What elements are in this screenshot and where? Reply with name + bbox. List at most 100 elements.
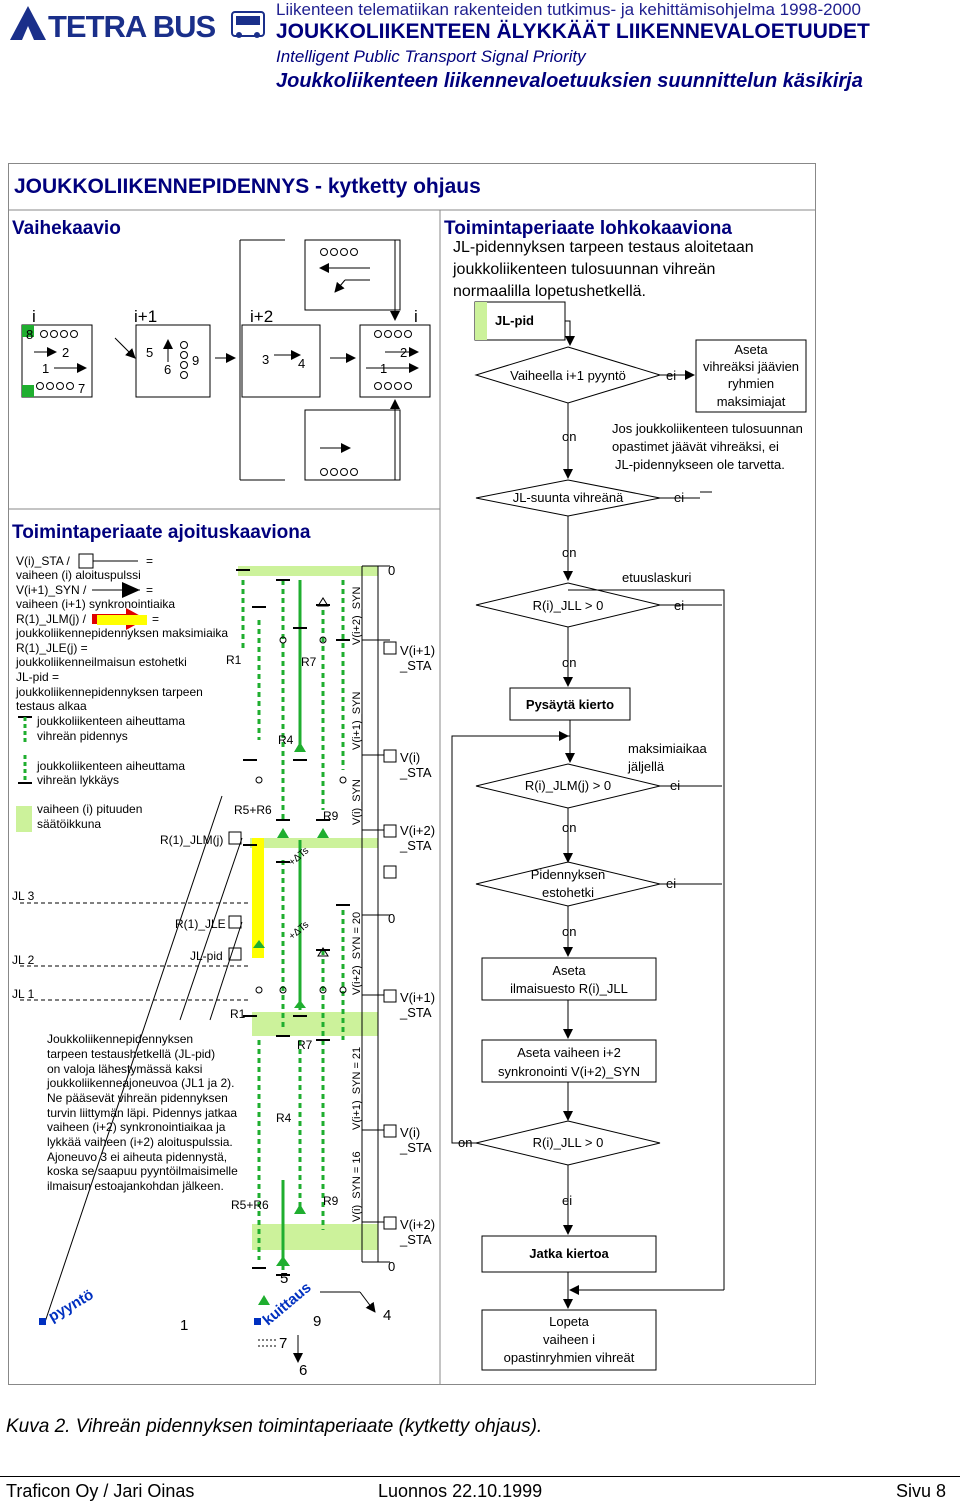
flowchart-title: Toimintaperiaate lohkokaaviona [444, 218, 732, 239]
svg-text:Jos joukkoliikenteen tulosuunn: Jos joukkoliikenteen tulosuunnan [612, 421, 803, 436]
header-line-1: Liikenteen telematiikan rakenteiden tutk… [276, 0, 861, 19]
svg-text:R(1)_JLM(j) /: R(1)_JLM(j) / [16, 612, 87, 626]
svg-text:JL-pidennyksen tarpeen testaus: JL-pidennyksen tarpeen testaus aloitetaa… [453, 239, 754, 256]
svg-text:joukkoliikenneilmaisun estohet: joukkoliikenneilmaisun estohetki [15, 655, 187, 669]
svg-text:joukkoliikennepidennyksen maks: joukkoliikennepidennyksen maksimiaika [15, 626, 228, 640]
footer-date: Luonnos 22.10.1999 [378, 1481, 543, 1501]
svg-text:R(1)_JLM(j): R(1)_JLM(j) [160, 833, 223, 847]
svg-text:vaiheen (i+1) synkronointiaika: vaiheen (i+1) synkronointiaika [16, 597, 175, 611]
svg-text:_STA: _STA [399, 1140, 432, 1155]
svg-text:opastimet jäävät vihreäksi, ei: opastimet jäävät vihreäksi, ei [612, 439, 779, 454]
svg-text:0: 0 [388, 563, 395, 578]
svg-text:maksimiajat: maksimiajat [717, 394, 786, 409]
footer-author: Traficon Oy / Jari Oinas [6, 1481, 195, 1501]
svg-text:Lopeta: Lopeta [549, 1314, 590, 1329]
svg-text:pyyntö: pyyntö [46, 1286, 97, 1325]
flowchart: JL-pidennyksen tarpeen testaus aloitetaa… [451, 239, 807, 1371]
logo-triangle-icon [10, 6, 46, 40]
figure-frame [8, 163, 816, 1385]
svg-text:1: 1 [180, 1317, 188, 1334]
header-line-4: Joukkoliikenteen liikennevaloetuuksien s… [276, 70, 863, 92]
svg-text:tarpeen testaushetkellä (JL-pi: tarpeen testaushetkellä (JL-pid) [47, 1047, 215, 1061]
svg-text:vaiheen (i) pituuden: vaiheen (i) pituuden [37, 802, 142, 816]
svg-text:_STA: _STA [399, 765, 432, 780]
svg-text:JL 1: JL 1 [12, 987, 35, 1001]
svg-text:JL 2: JL 2 [12, 953, 35, 967]
svg-text:ei: ei [674, 598, 684, 613]
svg-text:V(i+2)_SYN = 20: V(i+2)_SYN = 20 [351, 912, 363, 995]
svg-text:V(i+1)_SYN = 21: V(i+1)_SYN = 21 [351, 1047, 363, 1130]
svg-text:ei: ei [666, 368, 676, 383]
svg-text:on: on [458, 1135, 472, 1150]
logo-bus-icon [231, 11, 265, 37]
svg-text:JL-suunta vihreänä: JL-suunta vihreänä [513, 490, 624, 505]
svg-text:joukkoliikenneajoneuvoa (JL1 j: joukkoliikenneajoneuvoa (JL1 ja 2). [46, 1076, 234, 1090]
svg-text:7: 7 [78, 381, 85, 396]
svg-text:koska se saapuu pyyntöilmaisim: koska se saapuu pyyntöilmaisimelle [47, 1164, 238, 1178]
svg-text:9: 9 [313, 1313, 321, 1330]
svg-text:ryhmien: ryhmien [728, 376, 774, 391]
svg-text:R(1)_JLE(j) =: R(1)_JLE(j) = [16, 641, 88, 655]
svg-text:_STA: _STA [399, 838, 432, 853]
svg-text:Joukkoliikennepidennyksen: Joukkoliikennepidennyksen [47, 1032, 193, 1046]
footer-divider [0, 1476, 960, 1477]
svg-text:R4: R4 [278, 733, 294, 747]
header-line-2: JOUKKOLIIKENTEEN ÄLYKKÄÄT LIIKENNEVALOET… [276, 20, 870, 43]
svg-text:V(i+1)_SYN /: V(i+1)_SYN / [16, 583, 87, 597]
svg-text:R9: R9 [323, 809, 339, 823]
phase-label-i-plus-2: i+2 [250, 307, 273, 326]
svg-text:R(i)_JLM(j) > 0: R(i)_JLM(j) > 0 [525, 778, 611, 793]
header-line-3: Intelligent Public Transport Signal Prio… [276, 47, 586, 66]
svg-text:V(i+2): V(i+2) [400, 823, 435, 838]
svg-text:joukkoliikenteen tulosuunnan v: joukkoliikenteen tulosuunnan vihreän [452, 261, 715, 278]
svg-text:vihreän pidennys: vihreän pidennys [37, 729, 128, 743]
svg-text:Ajoneuvo 3 ei aiheuta pidennys: Ajoneuvo 3 ei aiheuta pidennystä, [47, 1150, 227, 1164]
svg-text:3: 3 [262, 352, 269, 367]
svg-text:0: 0 [388, 1259, 395, 1274]
svg-text:V(i+2)_SYN: V(i+2)_SYN [351, 587, 363, 645]
svg-text:V(i+1): V(i+1) [400, 643, 435, 658]
svg-text:Pidennyksen: Pidennyksen [531, 867, 605, 882]
svg-text:JL-pid: JL-pid [190, 949, 223, 963]
svg-text:R5+R6: R5+R6 [231, 1198, 269, 1212]
svg-text:Ne pääsevät vihreän pidennykse: Ne pääsevät vihreän pidennyksen [47, 1091, 228, 1105]
svg-text:vaiheen i: vaiheen i [543, 1332, 595, 1347]
logo-text: TETRA BUS [48, 9, 216, 44]
svg-text:JL-pid =: JL-pid = [16, 670, 59, 684]
svg-text:V(i)_STA /: V(i)_STA / [16, 554, 70, 568]
svg-text:normaalilla lopetushetkellä.: normaalilla lopetushetkellä. [453, 283, 646, 300]
svg-text:on: on [562, 820, 576, 835]
svg-text:Jatka kiertoa: Jatka kiertoa [529, 1246, 609, 1261]
svg-text:9: 9 [192, 353, 199, 368]
svg-text:on valoja lähestymässä kaksi: on valoja lähestymässä kaksi [47, 1062, 202, 1076]
svg-text:Aseta: Aseta [552, 963, 586, 978]
svg-text:Vaiheella i+1 pyyntö: Vaiheella i+1 pyyntö [510, 368, 626, 383]
svg-text:vaiheen (i) aloituspulssi: vaiheen (i) aloituspulssi [16, 568, 141, 582]
svg-text:testaus alkaa: testaus alkaa [16, 699, 87, 713]
svg-text:jäljellä: jäljellä [627, 759, 665, 774]
svg-text:=: = [146, 583, 153, 597]
svg-text:_STA: _STA [399, 1232, 432, 1247]
svg-text:joukkoliikenteen aiheuttama: joukkoliikenteen aiheuttama [36, 759, 185, 773]
svg-text:5: 5 [146, 345, 153, 360]
tetra-bus-logo: TETRA BUS [10, 6, 265, 44]
svg-text:V(i)_SYN = 16: V(i)_SYN = 16 [351, 1151, 363, 1222]
svg-text:7: 7 [279, 1335, 287, 1352]
svg-text:on: on [562, 545, 576, 560]
phase-label-i-plus-1: i+1 [134, 307, 157, 326]
svg-text:estohetki: estohetki [542, 885, 594, 900]
svg-text:JL-pidennykseen ole tarvetta.: JL-pidennykseen ole tarvetta. [615, 457, 785, 472]
svg-text:R7: R7 [301, 655, 317, 669]
svg-text:R5+R6: R5+R6 [234, 803, 272, 817]
timing-diagram-title: Toimintaperiaate ajoituskaaviona [12, 522, 311, 543]
svg-text:joukkoliikenteen aiheuttama: joukkoliikenteen aiheuttama [36, 714, 185, 728]
svg-text:ilmaisuesto R(i)_JLL: ilmaisuesto R(i)_JLL [510, 981, 628, 996]
svg-text:opastinryhmien vihreät: opastinryhmien vihreät [504, 1350, 635, 1365]
svg-text:R(i)_JLL > 0: R(i)_JLL > 0 [533, 598, 604, 613]
svg-text:Aseta: Aseta [734, 342, 768, 357]
svg-text:Pysäytä kierto: Pysäytä kierto [526, 697, 614, 712]
svg-text:ei: ei [666, 876, 676, 891]
footer-page-number: Sivu 8 [895, 1481, 946, 1501]
svg-text:=: = [146, 554, 153, 568]
svg-text:joukkoliikennepidennyksen tarp: joukkoliikennepidennyksen tarpeen [15, 685, 203, 699]
